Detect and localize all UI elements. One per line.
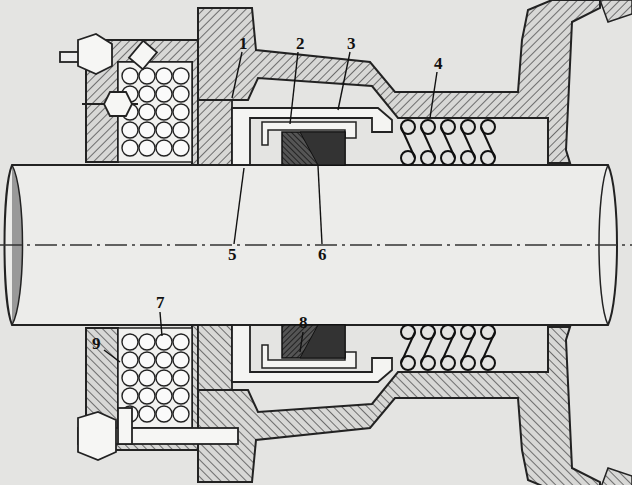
- callout-number: 3: [345, 35, 358, 52]
- callout-number: 8: [297, 314, 310, 331]
- callout-number: 5: [226, 246, 239, 263]
- callout-number: 9: [90, 335, 103, 352]
- seal-half: [86, 0, 632, 165]
- callout-number: 4: [432, 55, 445, 72]
- bolt: [78, 408, 238, 460]
- shaft: [0, 165, 632, 325]
- callout-number: 2: [294, 35, 307, 52]
- leader-line: [104, 52, 437, 362]
- callout-number: 6: [316, 246, 329, 263]
- bolt: [60, 34, 157, 116]
- callout-number: 7: [154, 294, 167, 311]
- callout-number: 1: [237, 35, 250, 52]
